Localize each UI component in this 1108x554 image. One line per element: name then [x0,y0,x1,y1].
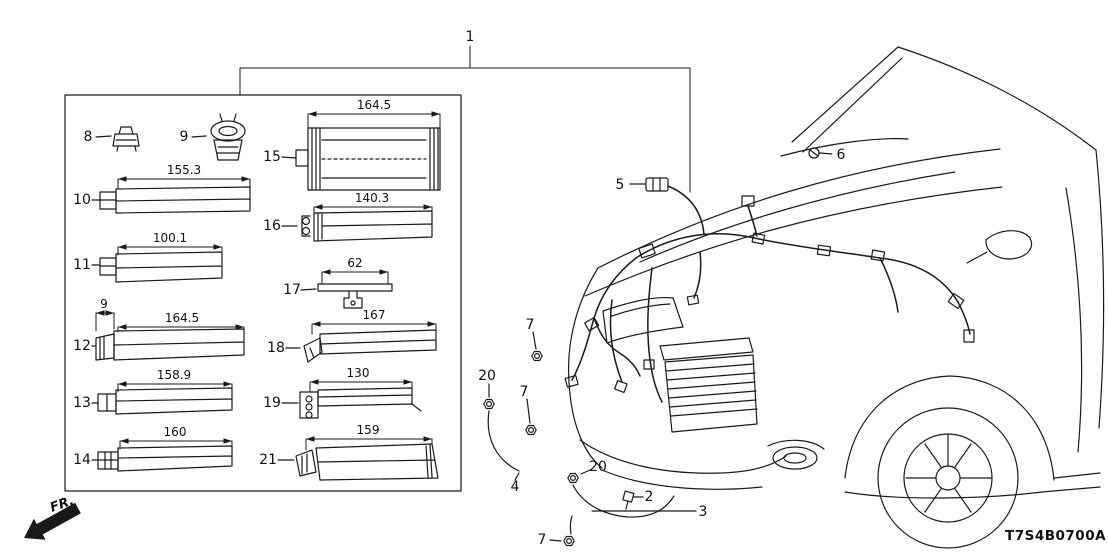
part-12-shape [92,329,244,360]
part-11-shape [92,252,222,282]
part-15-dim [308,111,440,128]
part-9-label[interactable]: 9 [180,129,189,145]
legend-box [65,95,461,491]
part-17-shape [301,284,392,308]
callout-1-bracket [240,46,690,192]
bolt-20b-icon [568,474,578,483]
part-12-label[interactable]: 12 [73,338,91,354]
part-6-screw [809,148,832,158]
part-5-connector [630,178,668,191]
part-21-shape [278,444,438,480]
wire-harness [572,186,970,402]
part-18-shape [286,330,436,362]
part-19-shape [282,388,421,418]
part-17-dim [322,269,388,284]
part-18-dimension: 167 [363,308,386,322]
part-21-label[interactable]: 21 [259,452,277,468]
part-8-label[interactable]: 8 [84,129,93,145]
callout-20a[interactable]: 20 [478,368,496,384]
bolt-7a-icon [532,352,542,361]
diagram-code: T7S4B0700A [1005,528,1106,544]
part-13-dimension: 158.9 [157,368,191,382]
callout-20b[interactable]: 20 [589,459,607,475]
part-18-label[interactable]: 18 [267,340,285,356]
callout-3[interactable]: 3 [699,504,708,520]
part-13-label[interactable]: 13 [73,395,91,411]
part-14-shape [92,446,232,471]
part-10-label[interactable]: 10 [73,192,91,208]
part-19-dimension: 130 [347,366,370,380]
part-16-dimension: 140.3 [355,191,389,205]
part-21-dimension: 159 [357,423,380,437]
part-19-dim [310,379,412,392]
bolt-20a-icon [484,400,494,409]
part-10-dimension: 155.3 [167,163,201,177]
callout-7c[interactable]: 7 [538,532,547,548]
clip-2-icon [623,491,634,502]
sub-wire-3 [573,485,674,517]
callout-1[interactable]: 1 [466,29,475,45]
part-13-shape [92,388,232,414]
part-11-label[interactable]: 11 [73,257,91,273]
vehicle-outline [569,47,1104,548]
part-14-label[interactable]: 14 [73,452,91,468]
fasteners-and-wires [484,332,696,546]
part-11-dimension: 100.1 [153,231,187,245]
callout-4[interactable]: 4 [511,479,520,495]
part-17-label[interactable]: 17 [283,282,301,298]
bolt-7b-icon [526,426,536,435]
part-19-label[interactable]: 19 [263,395,281,411]
part-14-dimension: 160 [164,425,187,439]
callout-6[interactable]: 6 [837,147,846,163]
part-15-label[interactable]: 15 [263,149,281,165]
part-17-dimension: 62 [347,256,362,270]
part-16-shape [282,211,432,241]
part-8-clip-icon [96,127,139,151]
part-15-shape [282,128,440,190]
callout-2[interactable]: 2 [645,489,654,505]
part-10-dim [118,176,250,189]
bolt-7c-icon [564,537,574,546]
part-10-shape [92,187,250,213]
part-9-grommet-icon [192,114,245,160]
part-12-dimension: 164.5 [165,311,199,325]
part-15-dimension: 164.5 [357,98,391,112]
callout-7b[interactable]: 7 [520,384,529,400]
ground-wire-4 [488,411,519,471]
part-12-dimension-2: 9 [100,297,108,311]
callout-7a[interactable]: 7 [526,317,535,333]
callout-5[interactable]: 5 [616,177,625,193]
fr-direction-arrow [24,502,81,540]
part-16-label[interactable]: 16 [263,218,281,234]
harness-connectors [565,196,974,392]
